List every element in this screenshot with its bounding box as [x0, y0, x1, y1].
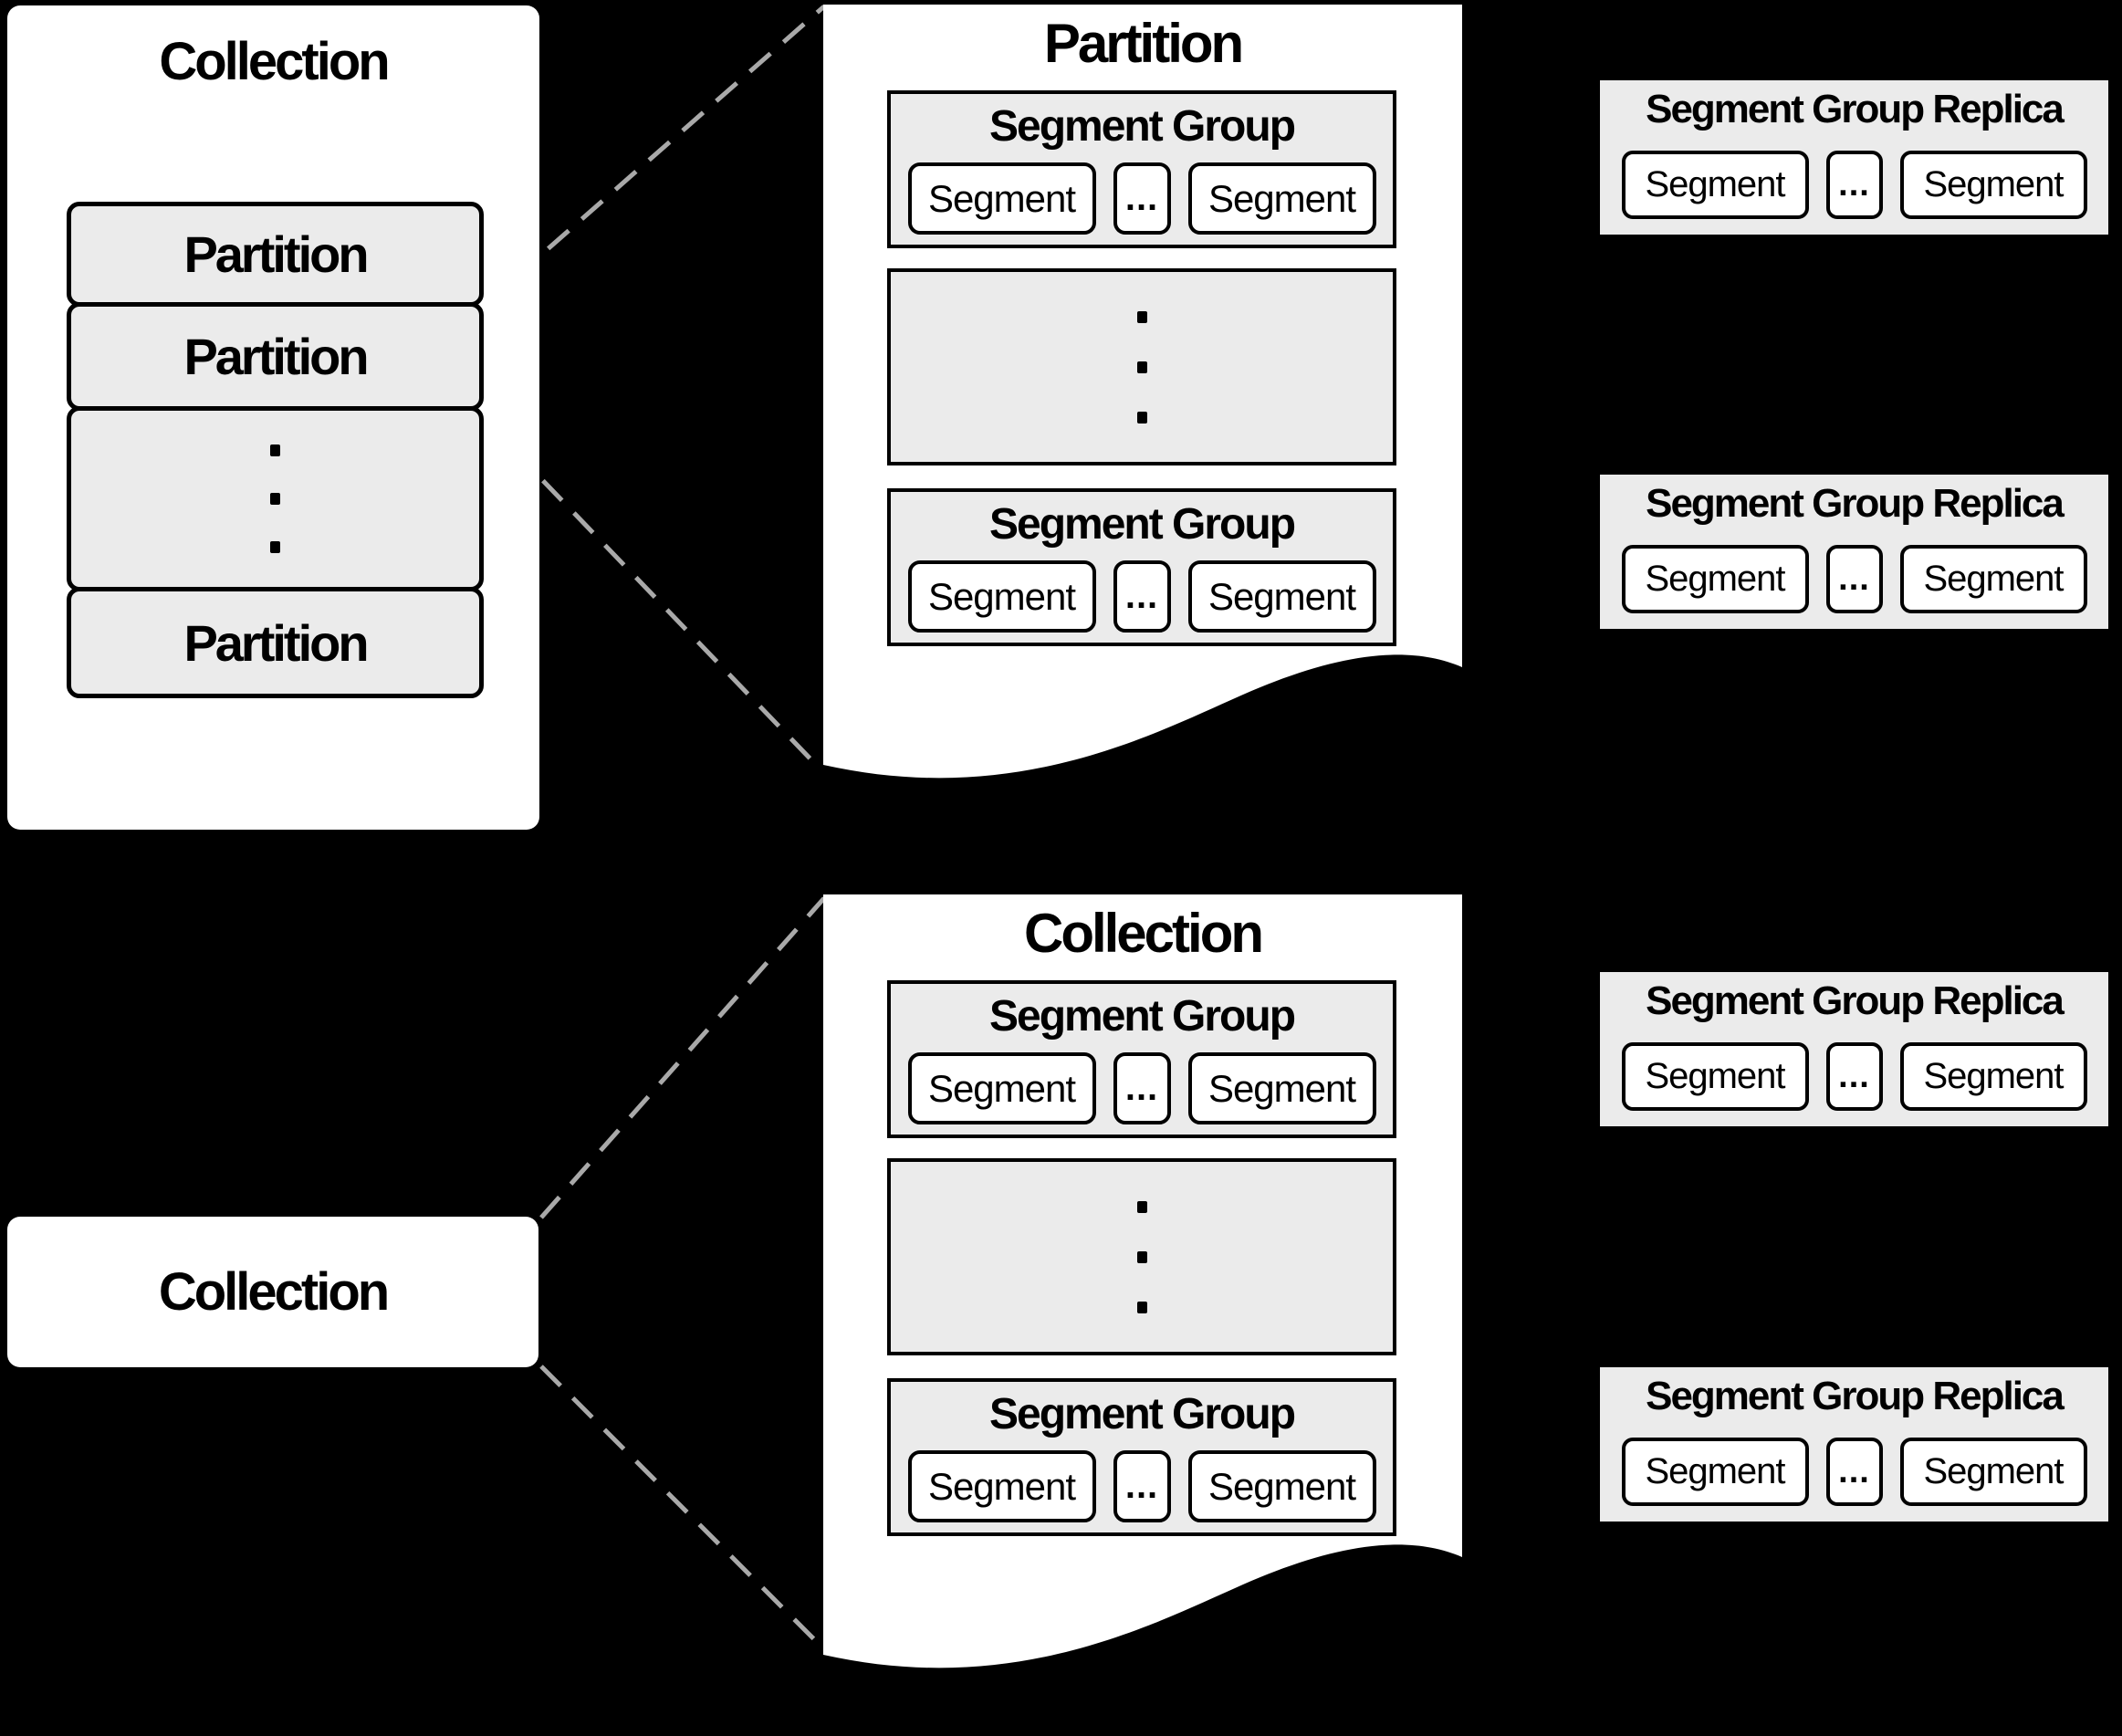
segment-row: Segment ... Segment	[1600, 151, 2108, 219]
segment-box: Segment	[907, 1450, 1096, 1522]
collection-node: Collection	[7, 1217, 538, 1367]
partition-ellipsis-box	[67, 406, 484, 591]
ellipsis-box: ...	[1113, 1450, 1171, 1522]
segment-box: Segment	[1187, 1052, 1376, 1124]
segment-box: Segment	[1899, 151, 2087, 219]
vertical-dots-icon	[270, 411, 280, 587]
segment-box: Segment	[1621, 1042, 1809, 1111]
segment-group-title: Segment Group	[988, 1390, 1296, 1438]
segment-box: Segment	[1187, 162, 1376, 235]
segment-group: Segment Group Segment ... Segment	[887, 1378, 1396, 1536]
segment-row: Segment ... Segment	[1600, 1438, 2108, 1506]
segment-box: Segment	[907, 560, 1096, 633]
segment-box: Segment	[1899, 1438, 2087, 1506]
partition-box: Partition	[67, 302, 484, 411]
ellipsis-box: ...	[1113, 560, 1171, 633]
segment-box: Segment	[1621, 151, 1809, 219]
segment-group-ellipsis-box	[887, 1158, 1396, 1355]
segment-group-replica: Segment Group Replica Segment ... Segmen…	[1600, 972, 2108, 1126]
ellipsis-box: ...	[1825, 151, 1883, 219]
connector-collection-bottom	[539, 1365, 821, 1646]
replica-title: Segment Group Replica	[1646, 481, 2065, 526]
segment-group: Segment Group Segment ... Segment	[887, 488, 1396, 646]
segment-box: Segment	[1621, 545, 1809, 613]
segment-row: Segment ... Segment	[891, 162, 1393, 235]
ellipsis-box: ...	[1825, 1438, 1883, 1506]
partition-box: Partition	[67, 587, 484, 698]
segment-group-title: Segment Group	[988, 500, 1296, 549]
segment-box: Segment	[907, 162, 1096, 235]
replica-title: Segment Group Replica	[1646, 1374, 2065, 1418]
segment-group-replica: Segment Group Replica Segment ... Segmen…	[1600, 80, 2108, 235]
segment-row: Segment ... Segment	[1600, 1042, 2108, 1111]
segment-group: Segment Group Segment ... Segment	[887, 90, 1396, 248]
partition-box: Partition	[67, 202, 484, 307]
page-title: Collection	[1023, 903, 1264, 964]
segment-group-replica: Segment Group Replica Segment ... Segmen…	[1600, 1367, 2108, 1522]
segment-row: Segment ... Segment	[891, 1052, 1393, 1124]
collection-panel-title: Collection	[159, 32, 390, 91]
vertical-dots-icon	[891, 1162, 1393, 1352]
segment-group-replica: Segment Group Replica Segment ... Segmen…	[1600, 475, 2108, 629]
ellipsis-box: ...	[1113, 1052, 1171, 1124]
segment-group: Segment Group Segment ... Segment	[887, 980, 1396, 1138]
segment-group-ellipsis-box	[887, 268, 1396, 465]
segment-row: Segment ... Segment	[891, 560, 1393, 633]
segment-box: Segment	[1187, 1450, 1376, 1522]
ellipsis-box: ...	[1113, 162, 1171, 235]
connector-partition-top	[479, 5, 826, 309]
segment-row: Segment ... Segment	[891, 1450, 1393, 1522]
connector-partition-bottom	[479, 414, 822, 771]
connector-collection-top	[539, 896, 826, 1219]
segment-box: Segment	[907, 1052, 1096, 1124]
ellipsis-box: ...	[1825, 1042, 1883, 1111]
collection-panel: Collection Partition Partition Partition	[7, 5, 539, 830]
segment-row: Segment ... Segment	[1600, 545, 2108, 613]
partition-page: Partition Segment Group Segment ... Segm…	[823, 5, 1462, 817]
segment-group-title: Segment Group	[988, 992, 1296, 1041]
replica-title: Segment Group Replica	[1646, 978, 2065, 1023]
segment-group-title: Segment Group	[988, 102, 1296, 151]
segment-box: Segment	[1899, 545, 2087, 613]
segment-box: Segment	[1187, 560, 1376, 633]
ellipsis-box: ...	[1825, 545, 1883, 613]
partition-stack: Partition Partition Partition	[67, 202, 484, 698]
collection-page: Collection Segment Group Segment ... Seg…	[823, 894, 1462, 1707]
replica-title: Segment Group Replica	[1646, 87, 2065, 131]
segment-box: Segment	[1621, 1438, 1809, 1506]
segment-box: Segment	[1899, 1042, 2087, 1111]
vertical-dots-icon	[891, 272, 1393, 462]
page-title: Partition	[1043, 13, 1244, 74]
